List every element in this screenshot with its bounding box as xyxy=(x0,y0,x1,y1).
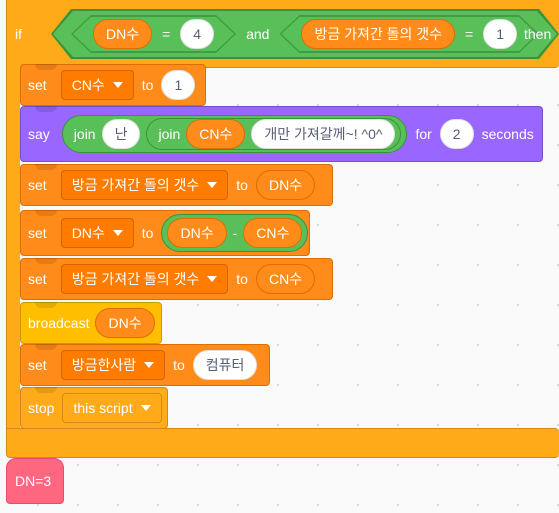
dn-count-reporter[interactable]: DN수 xyxy=(255,170,316,200)
join-reporter-inner[interactable]: join CN수 개만 가져갈께~! ^0^ xyxy=(146,118,402,150)
broadcast-label: broadcast xyxy=(28,315,90,331)
to-label: to xyxy=(141,225,154,241)
set-label: set xyxy=(28,77,47,93)
for-label: for xyxy=(415,126,432,142)
custom-block-label: DN=3 xyxy=(15,473,52,489)
set-label: set xyxy=(28,225,47,241)
dropdown-arrow-icon xyxy=(207,182,218,188)
dropdown-arrow-icon xyxy=(207,276,218,282)
set-label: set xyxy=(28,271,47,287)
seconds-label: seconds xyxy=(481,126,534,142)
join-text-input[interactable]: 난 xyxy=(101,119,141,149)
join-text-input[interactable]: 개만 가져갈께~! ^0^ xyxy=(251,119,396,149)
cn-count-reporter[interactable]: CN수 xyxy=(255,264,316,294)
variable-dropdown[interactable]: DN수 xyxy=(60,218,134,248)
set-stones-taken-block[interactable]: set 방금 가져간 돌의 갯수 to CN수 xyxy=(20,258,333,300)
set-last-player-block[interactable]: set 방금한사람 to 컴퓨터 xyxy=(20,344,270,386)
variable-name: 방금 가져간 돌의 갯수 xyxy=(71,177,200,193)
set-cn-block[interactable]: set CN수 to 1 xyxy=(20,64,206,106)
if-block-bottom xyxy=(6,428,559,458)
join-reporter-outer[interactable]: join 난 join CN수 개만 가져갈께~! ^0^ xyxy=(61,115,408,153)
variable-name: 방금 가져간 돌의 갯수 xyxy=(71,271,200,287)
join-label: join xyxy=(158,126,181,142)
dropdown-arrow-icon xyxy=(112,82,123,88)
to-label: to xyxy=(141,77,154,93)
say-label: say xyxy=(28,126,50,142)
broadcast-message-reporter[interactable]: DN수 xyxy=(95,308,155,338)
stop-option-dropdown[interactable]: this script xyxy=(62,393,162,423)
and-condition[interactable]: DN수 = 4 and 방금 가져간 돌의 갯수 = 1 xyxy=(51,9,559,59)
stop-block[interactable]: stop this script xyxy=(20,387,168,429)
set-dn-block[interactable]: set DN수 to DN수 - CN수 xyxy=(20,210,310,256)
set-label: set xyxy=(28,177,47,193)
left-compare-value[interactable]: 4 xyxy=(180,19,214,49)
set-stones-taken-block[interactable]: set 방금 가져간 돌의 갯수 to DN수 xyxy=(20,164,333,206)
if-block-arm xyxy=(6,60,20,436)
variable-name: CN수 xyxy=(71,77,105,93)
say-for-secs-block[interactable]: say join 난 join CN수 개만 가져갈께~! ^0^ for 2 … xyxy=(20,106,543,162)
broadcast-block[interactable]: broadcast DN수 xyxy=(20,302,162,344)
seconds-input[interactable]: 2 xyxy=(439,119,474,149)
set-value-input[interactable]: 1 xyxy=(161,70,196,100)
set-label: set xyxy=(28,357,47,373)
dn-count-reporter[interactable]: DN수 xyxy=(93,19,152,49)
dropdown-arrow-icon xyxy=(112,230,123,236)
stop-label: stop xyxy=(28,400,55,416)
variable-name: DN수 xyxy=(71,225,105,241)
dn-count-reporter[interactable]: DN수 xyxy=(167,218,227,248)
equals-operator: = xyxy=(162,26,171,42)
to-label: to xyxy=(236,271,248,287)
cn-count-reporter[interactable]: CN수 xyxy=(243,218,303,248)
minus-label: - xyxy=(232,225,238,241)
and-label: and xyxy=(246,26,270,42)
variable-dropdown[interactable]: CN수 xyxy=(60,70,134,100)
if-label: if xyxy=(15,26,22,42)
right-equals-condition[interactable]: 방금 가져간 돌의 갯수 = 1 xyxy=(279,15,539,53)
variable-dropdown[interactable]: 방금 가져간 돌의 갯수 xyxy=(60,264,229,294)
cn-count-reporter[interactable]: CN수 xyxy=(186,119,246,149)
equals-operator: = xyxy=(465,26,474,42)
set-value-input[interactable]: 컴퓨터 xyxy=(192,350,258,380)
custom-block-dn3[interactable]: DN=3 xyxy=(6,458,64,504)
then-label: then xyxy=(524,26,552,42)
left-equals-condition[interactable]: DN수 = 4 xyxy=(71,15,236,53)
variable-dropdown[interactable]: 방금 가져간 돌의 갯수 xyxy=(60,170,229,200)
join-label: join xyxy=(73,126,96,142)
variable-name: 방금한사람 xyxy=(71,357,137,373)
dropdown-arrow-icon xyxy=(140,405,151,411)
subtract-operator[interactable]: DN수 - CN수 xyxy=(161,214,309,252)
right-compare-value[interactable]: 1 xyxy=(483,19,517,49)
stop-option-text: this script xyxy=(73,400,133,416)
variable-dropdown[interactable]: 방금한사람 xyxy=(60,350,166,380)
dropdown-arrow-icon xyxy=(144,362,155,368)
if-then-block[interactable]: if DN수 = 4 and 방금 가져간 돌의 갯수 = 1 then xyxy=(6,0,559,68)
to-label: to xyxy=(173,357,185,373)
stones-taken-reporter[interactable]: 방금 가져간 돌의 갯수 xyxy=(301,19,455,49)
to-label: to xyxy=(236,177,248,193)
